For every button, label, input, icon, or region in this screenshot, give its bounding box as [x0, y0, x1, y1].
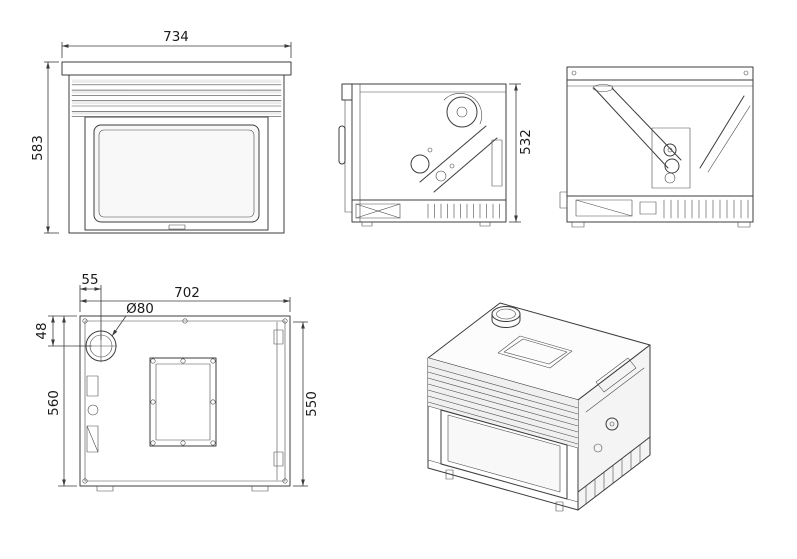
rear-flue-duct	[592, 84, 682, 174]
iso-right-face	[577, 344, 651, 511]
dim-plan-depth-left-label: 560	[46, 390, 62, 416]
side-base	[351, 199, 507, 227]
side-auger	[435, 170, 447, 182]
dim-plan-flue-diameter: Ø80	[111, 301, 154, 337]
front-body	[68, 74, 285, 234]
dim-front-width-label: 734	[163, 29, 189, 45]
rear-foot	[571, 221, 585, 228]
side-foot	[361, 221, 373, 227]
plan-view-drawing	[79, 315, 291, 492]
dim-plan-depth-left: 560	[46, 316, 77, 487]
side-fan-assembly	[443, 93, 483, 128]
plan-view: 55 702 Ø80 48 560	[34, 272, 320, 492]
front-door-latch	[168, 224, 186, 230]
side-top-cap	[341, 83, 353, 101]
rear-center-components	[651, 127, 691, 189]
dim-plan-flue-diameter-label: Ø80	[126, 301, 154, 317]
isometric-view	[427, 302, 651, 512]
side-view-drawing	[338, 83, 507, 227]
front-top-cap	[61, 61, 292, 76]
side-motor	[410, 154, 430, 174]
front-glass-panel	[93, 124, 260, 223]
rear-view	[559, 66, 754, 228]
dim-plan-flue-offset: 55	[79, 272, 102, 340]
side-view: 532	[338, 83, 534, 227]
iso-side-components	[577, 357, 651, 505]
iso-glass-panel	[447, 414, 561, 493]
dim-plan-flue-offset-label: 55	[81, 272, 98, 288]
iso-flue-collar	[491, 306, 521, 328]
rear-foot	[737, 221, 751, 228]
front-door-frame	[84, 116, 269, 231]
plan-foot-tab	[96, 485, 114, 492]
dim-plan-depth-right: 550	[293, 321, 320, 487]
side-foot	[479, 221, 491, 227]
iso-front-louvers	[427, 358, 579, 449]
side-front-panel	[344, 99, 353, 213]
dim-side-height-label: 532	[518, 129, 534, 155]
dim-plan-flue-depth-label: 48	[34, 322, 50, 339]
dim-front-height-label: 583	[30, 135, 46, 161]
rear-body	[566, 79, 754, 223]
side-pellet-chute	[419, 125, 498, 193]
plan-corner-screws	[82, 318, 288, 484]
rear-right-brace	[699, 95, 751, 173]
iso-foot	[445, 469, 454, 480]
plan-right-components	[273, 321, 284, 481]
plan-access-plate	[149, 357, 217, 447]
front-glass-inner	[98, 129, 255, 218]
rear-view-drawing	[559, 66, 754, 228]
dim-front-height: 583	[30, 61, 59, 234]
iso-foot	[555, 501, 564, 512]
plan-flue-outlet	[84, 329, 118, 363]
front-view: 734 583	[30, 29, 292, 234]
side-rear-channel	[491, 139, 503, 187]
rear-side-bracket	[559, 191, 568, 209]
dim-plan-flue-depth: 48	[34, 315, 92, 347]
front-view-drawing	[61, 61, 292, 234]
side-body	[351, 83, 507, 223]
rear-base	[566, 195, 754, 228]
dim-plan-depth-right-label: 550	[304, 391, 320, 417]
iso-top-recess	[497, 335, 573, 369]
dim-plan-width-label: 702	[174, 285, 200, 301]
dim-plan-width: 702	[80, 285, 291, 312]
dim-side-height: 532	[509, 83, 534, 223]
side-door-handle	[338, 125, 346, 165]
front-louvers	[71, 79, 282, 117]
plan-left-components	[86, 375, 99, 453]
dim-front-width: 734	[61, 29, 292, 58]
plan-body	[79, 315, 291, 487]
iso-drawing	[427, 302, 651, 512]
plan-foot-tab	[251, 485, 269, 492]
rear-top-cap	[566, 66, 754, 81]
